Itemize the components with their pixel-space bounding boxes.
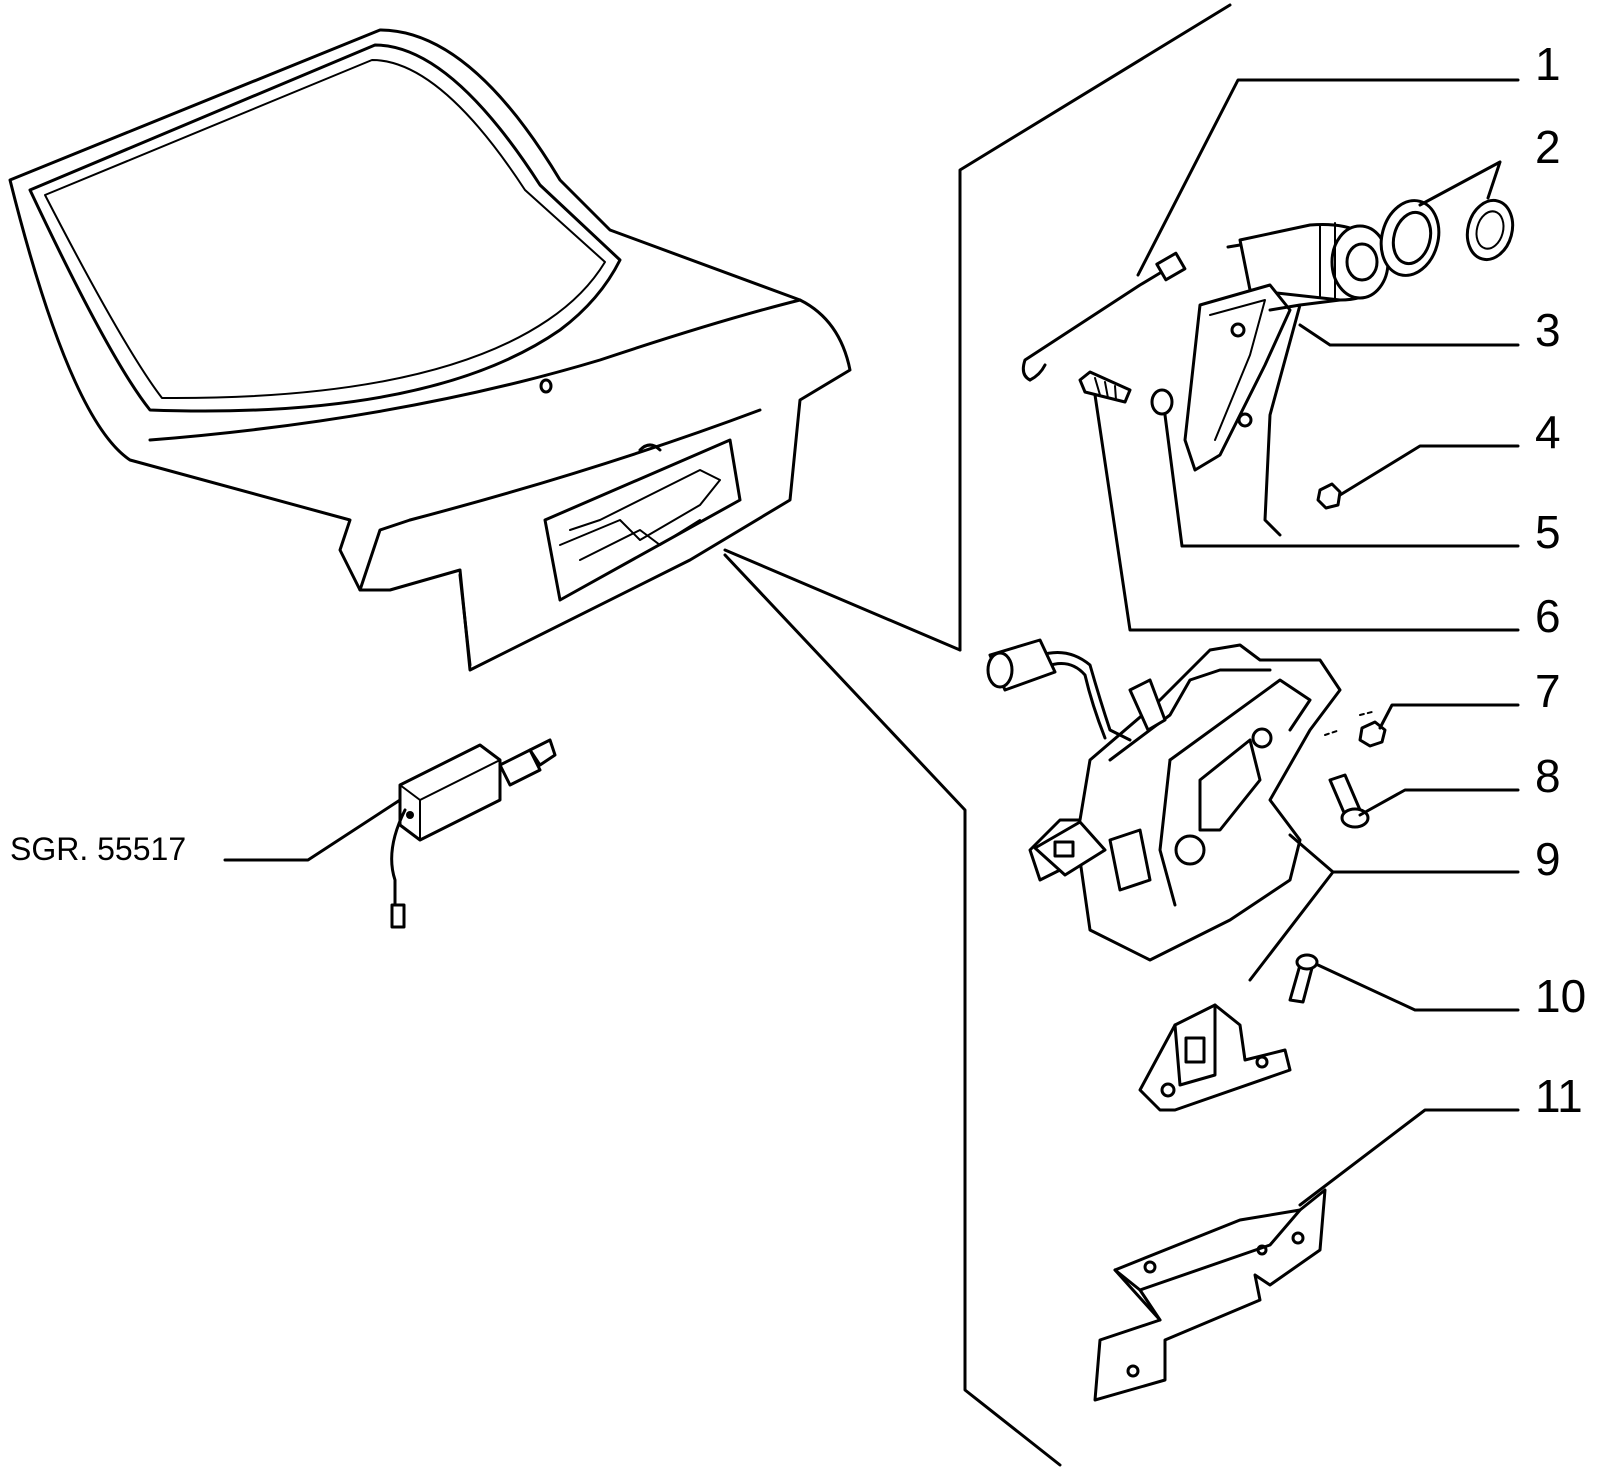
callout-2: 2	[1535, 121, 1561, 173]
callout-9: 9	[1535, 833, 1561, 885]
latch-striker	[1138, 953, 1319, 1112]
callout-7: 7	[1535, 665, 1561, 717]
callout-8: 8	[1535, 750, 1561, 802]
sgr-leader-line	[223, 798, 402, 862]
callout-4: 4	[1535, 406, 1561, 458]
sgr-reference-label: SGR. 55517	[10, 831, 186, 867]
tailgate-latch-assembly	[986, 638, 1387, 962]
callout-11: 11	[1535, 1070, 1583, 1122]
mounting-bracket	[1093, 1188, 1327, 1402]
lock-cylinder-assembly	[1021, 198, 1515, 537]
callout-6: 6	[1535, 590, 1561, 642]
callout-5: 5	[1535, 506, 1561, 558]
tailgate-panel	[8, 28, 852, 672]
callout-numbers: 1 2 3 4 5 6 7 8 9 10 11	[1535, 38, 1586, 1122]
callout-10: 10	[1535, 970, 1586, 1022]
detail-zoom-lines	[723, 3, 1232, 1467]
callout-leaders	[1093, 78, 1520, 1207]
trunk-switch-sensor	[390, 738, 557, 929]
callout-3: 3	[1535, 304, 1561, 356]
callout-1: 1	[1535, 38, 1561, 90]
